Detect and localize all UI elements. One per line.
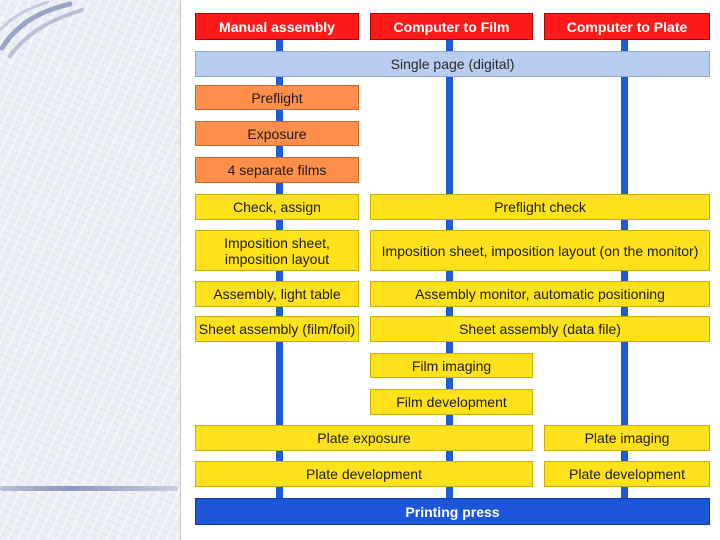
exposure-label: Exposure [247, 125, 307, 142]
sheet-assembly-film-box: Sheet assembly (film/foil) [195, 316, 359, 342]
header-manual-label: Manual assembly [219, 18, 335, 35]
header-film-label: Computer to Film [393, 18, 510, 35]
imposition-sheet-line1: Imposition sheet, [224, 234, 330, 251]
printing-press-box: Printing press [195, 498, 710, 525]
imposition-sheet-box: Imposition sheet, imposition layout [195, 230, 359, 271]
plate-exposure-box: Plate exposure [195, 425, 533, 451]
plate-development-right-box: Plate development [544, 461, 710, 487]
preflight-label: Preflight [251, 89, 303, 106]
plate-development-left-box: Plate development [195, 461, 533, 487]
plate-development-right-label: Plate development [569, 466, 685, 482]
plate-exposure-label: Plate exposure [317, 430, 411, 446]
assembly-monitor-label: Assembly monitor, automatic positioning [415, 286, 665, 302]
film-development-label: Film development [396, 394, 507, 410]
exposure-box: Exposure [195, 121, 359, 146]
header-plate-label: Computer to Plate [566, 18, 688, 35]
assembly-light-table-label: Assembly, light table [213, 286, 341, 302]
imposition-monitor-box: Imposition sheet, imposition layout (on … [370, 230, 710, 271]
check-assign-box: Check, assign [195, 194, 359, 220]
swoosh-decoration-icon [0, 0, 84, 58]
imposition-sheet-line2: imposition layout [224, 250, 330, 267]
preflight-check-box: Preflight check [370, 194, 710, 220]
printing-press-label: Printing press [405, 503, 500, 520]
single-page-digital-box: Single page (digital) [195, 51, 710, 77]
workflow-diagram: Manual assembly Computer to Film Compute… [180, 0, 719, 540]
assembly-monitor-box: Assembly monitor, automatic positioning [370, 281, 710, 307]
header-computer-to-plate: Computer to Plate [544, 13, 710, 40]
sheet-assembly-film-label: Sheet assembly (film/foil) [198, 321, 356, 337]
check-assign-label: Check, assign [233, 199, 321, 215]
assembly-light-table-box: Assembly, light table [195, 281, 359, 307]
header-manual-assembly: Manual assembly [195, 13, 359, 40]
header-computer-to-film: Computer to Film [370, 13, 533, 40]
slide-side-panel [0, 0, 180, 540]
preflight-box: Preflight [195, 85, 359, 110]
sheet-assembly-data-box: Sheet assembly (data file) [370, 316, 710, 342]
film-development-box: Film development [370, 389, 533, 415]
sheet-assembly-data-label: Sheet assembly (data file) [459, 321, 621, 337]
film-imaging-label: Film imaging [411, 357, 492, 374]
plate-imaging-box: Plate imaging [544, 425, 710, 451]
imposition-monitor-label: Imposition sheet, imposition layout (on … [381, 242, 699, 259]
side-divider [0, 486, 178, 491]
preflight-check-label: Preflight check [494, 199, 586, 215]
separate-films-box: 4 separate films [195, 157, 359, 183]
separate-films-label: 4 separate films [227, 162, 327, 178]
plate-development-left-label: Plate development [306, 466, 422, 482]
plate-imaging-label: Plate imaging [584, 430, 670, 446]
single-page-label: Single page (digital) [390, 56, 515, 72]
film-imaging-box: Film imaging [370, 353, 533, 378]
